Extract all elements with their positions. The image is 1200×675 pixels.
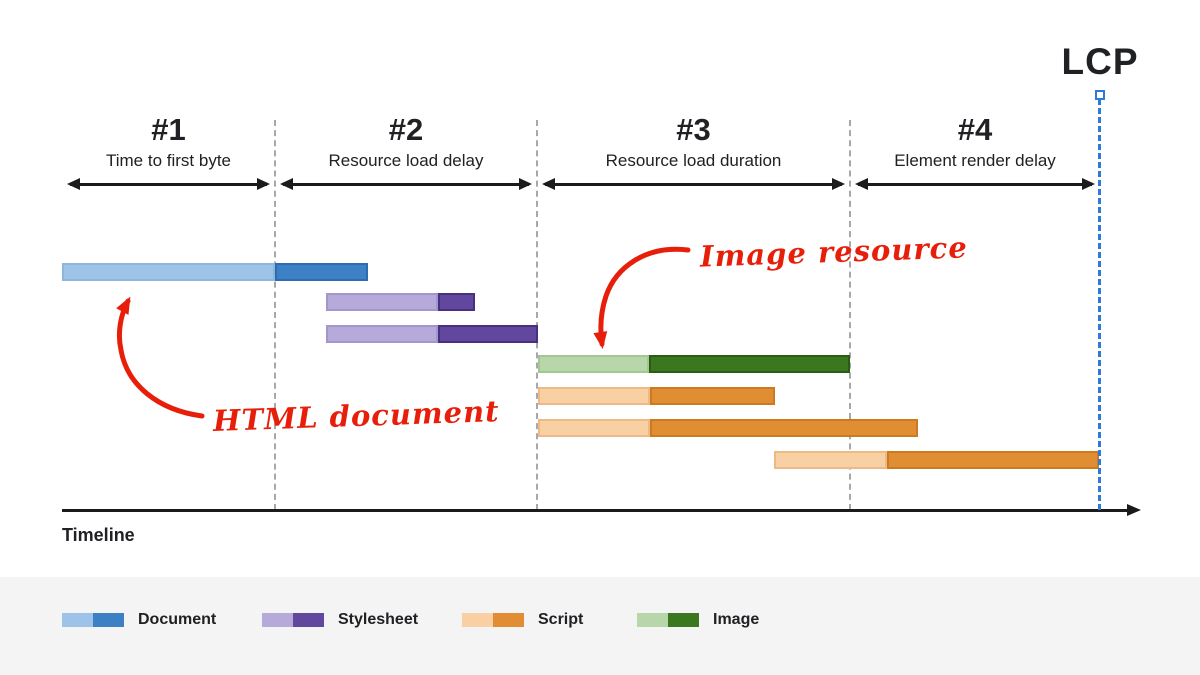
legend-label-image: Image — [713, 611, 760, 628]
phase-divider-1 — [274, 120, 276, 510]
script-bar-light-segment — [774, 451, 887, 469]
phase-1-range-arrow — [67, 178, 270, 190]
timeline-label: Timeline — [62, 525, 135, 545]
phase-1-label: Time to first byte — [105, 151, 231, 170]
phase-4-number: #4 — [957, 112, 993, 147]
phase-3-label: Resource load duration — [605, 151, 782, 170]
stylesheet-bar-light-segment — [326, 293, 438, 311]
phase-3-number: #3 — [676, 112, 711, 147]
phase-divider-3 — [849, 120, 851, 510]
document-bar-dark-segment — [275, 263, 368, 281]
script-bar-light-segment — [538, 387, 650, 405]
script-bar-dark-segment — [887, 451, 1099, 469]
script-bar — [538, 387, 775, 405]
script-bar-dark-segment — [650, 387, 775, 405]
phase-4-range-arrow — [855, 178, 1095, 190]
phase-divider-2 — [536, 120, 538, 510]
script-bar — [538, 419, 918, 437]
stylesheet-swatch-icon — [262, 613, 324, 627]
stylesheet-bar-dark-segment — [438, 293, 475, 311]
document-bar-light-segment — [62, 263, 275, 281]
stylesheet-bar — [326, 293, 475, 311]
image-bar-light-segment — [538, 355, 649, 373]
image-bar-dark-segment — [649, 355, 850, 373]
script-bar-light-segment — [538, 419, 650, 437]
phase-4-header: #4 Element render delay — [850, 112, 1100, 190]
phase-1-number: #1 — [151, 112, 186, 147]
lcp-marker-icon — [1095, 90, 1105, 100]
legend-band — [0, 577, 1200, 675]
phase-4-label: Element render delay — [894, 151, 1056, 170]
legend-label-script: Script — [538, 611, 584, 628]
legend-label-document: Document — [138, 611, 217, 628]
legend-label-stylesheet: Stylesheet — [338, 611, 419, 628]
lcp-title: LCP — [1061, 41, 1139, 82]
phase-2-header: #2 Resource load delay — [275, 112, 537, 190]
legend-item-stylesheet: Stylesheet — [262, 611, 418, 629]
image-bar — [538, 355, 850, 373]
phase-2-range-arrow — [280, 178, 532, 190]
phase-3-range-arrow — [542, 178, 845, 190]
phase-3-header: #3 Resource load duration — [537, 112, 850, 190]
legend-item-image: Image — [637, 611, 759, 629]
image-swatch-icon — [637, 613, 699, 627]
phase-2-number: #2 — [388, 112, 424, 147]
script-swatch-icon — [462, 613, 524, 627]
phase-1-header: #1 Time to first byte — [62, 112, 275, 190]
stylesheet-bar-light-segment — [326, 325, 438, 343]
script-bar — [774, 451, 1099, 469]
document-bar — [62, 263, 368, 281]
legend-item-script: Script — [462, 611, 583, 629]
timeline-axis — [62, 504, 1141, 516]
phase-2-label: Resource load delay — [328, 151, 484, 170]
lcp-dashed-line — [1098, 99, 1101, 510]
stylesheet-bar — [326, 325, 538, 343]
script-bar-dark-segment — [650, 419, 918, 437]
legend-item-document: Document — [62, 611, 216, 629]
stylesheet-bar-dark-segment — [438, 325, 538, 343]
document-swatch-icon — [62, 613, 124, 627]
